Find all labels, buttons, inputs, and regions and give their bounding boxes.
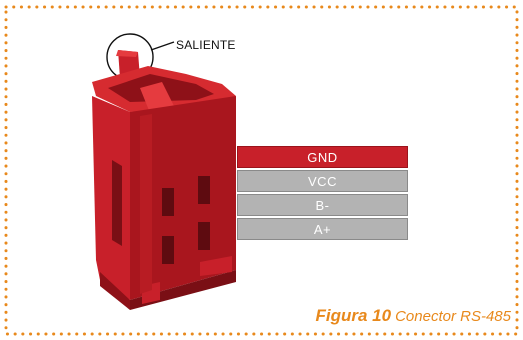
figure-title: Conector RS-485 xyxy=(395,308,511,325)
pin-label-b-minus: B- xyxy=(237,194,408,216)
callout-line xyxy=(150,41,175,51)
saliente-label: SALIENTE xyxy=(176,38,236,52)
figure-number: Figura 10 xyxy=(315,306,392,325)
pin-label-gnd: GND xyxy=(237,146,408,168)
pin-label-a-plus: A+ xyxy=(237,218,408,240)
connector-body xyxy=(92,50,236,310)
pin-label-vcc: VCC xyxy=(237,170,408,192)
dotted-border xyxy=(4,5,519,336)
